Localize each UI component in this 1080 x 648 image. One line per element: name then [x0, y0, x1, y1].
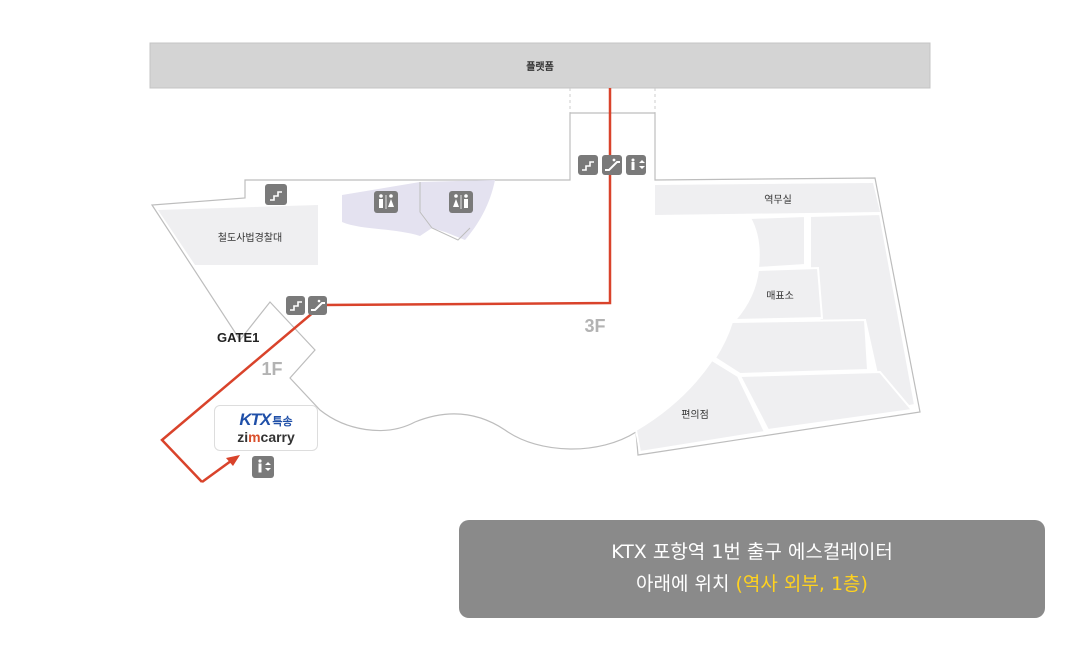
zim-suffix: carry — [260, 429, 295, 445]
room-block-c — [738, 370, 914, 432]
escalator-icon — [602, 155, 622, 175]
info-line-2-main: 아래에 위치 — [636, 573, 736, 595]
room-block-a — [748, 214, 806, 270]
info-line-2: 아래에 위치 (역사 외부, 1층) — [459, 568, 1045, 600]
zimcarry-logo-text: zimcarry — [215, 430, 317, 444]
railway-police-label: 철도사법경찰대 — [218, 231, 282, 244]
zim-accent: m — [248, 429, 261, 445]
stairs-icon — [286, 296, 305, 315]
ktx-wordmark: KTX — [239, 410, 271, 429]
station-office-label: 역무실 — [764, 194, 792, 206]
station-office-room — [655, 183, 880, 215]
convenience-store-label: 편의점 — [681, 409, 709, 421]
escalator-icon — [308, 296, 327, 315]
stairs-icon — [265, 184, 287, 205]
convenience-store-room — [634, 358, 767, 454]
zim-prefix: zi — [237, 429, 249, 445]
route-arrowhead-icon — [226, 455, 240, 466]
platform-area — [149, 42, 931, 89]
platform-connector — [569, 88, 656, 113]
stairs-icon — [578, 155, 598, 175]
elevator-icon — [626, 155, 646, 175]
gate-label: GATE1 — [217, 330, 259, 345]
railway-police-room — [158, 205, 318, 265]
restroom-icon — [374, 191, 398, 213]
restroom-divider — [419, 182, 471, 241]
restroom-icon — [449, 191, 473, 213]
ktx-suffix: 특송 — [272, 416, 293, 428]
platform-label: 플랫폼 — [526, 60, 554, 73]
ticket-office-room — [732, 266, 824, 322]
floor-label-3f: 3F — [584, 316, 605, 336]
info-line-2-highlight: (역사 외부, 1층) — [735, 573, 868, 595]
elevator-icon — [252, 456, 274, 478]
room-block-b — [713, 318, 870, 376]
floor-label-1f: 1F — [261, 359, 282, 379]
location-info-box: KTX 포항역 1번 출구 에스컬레이터 아래에 위치 (역사 외부, 1층) — [459, 520, 1045, 618]
info-line-1: KTX 포항역 1번 출구 에스컬레이터 — [611, 541, 893, 563]
ticket-office-label: 매표소 — [766, 290, 794, 302]
